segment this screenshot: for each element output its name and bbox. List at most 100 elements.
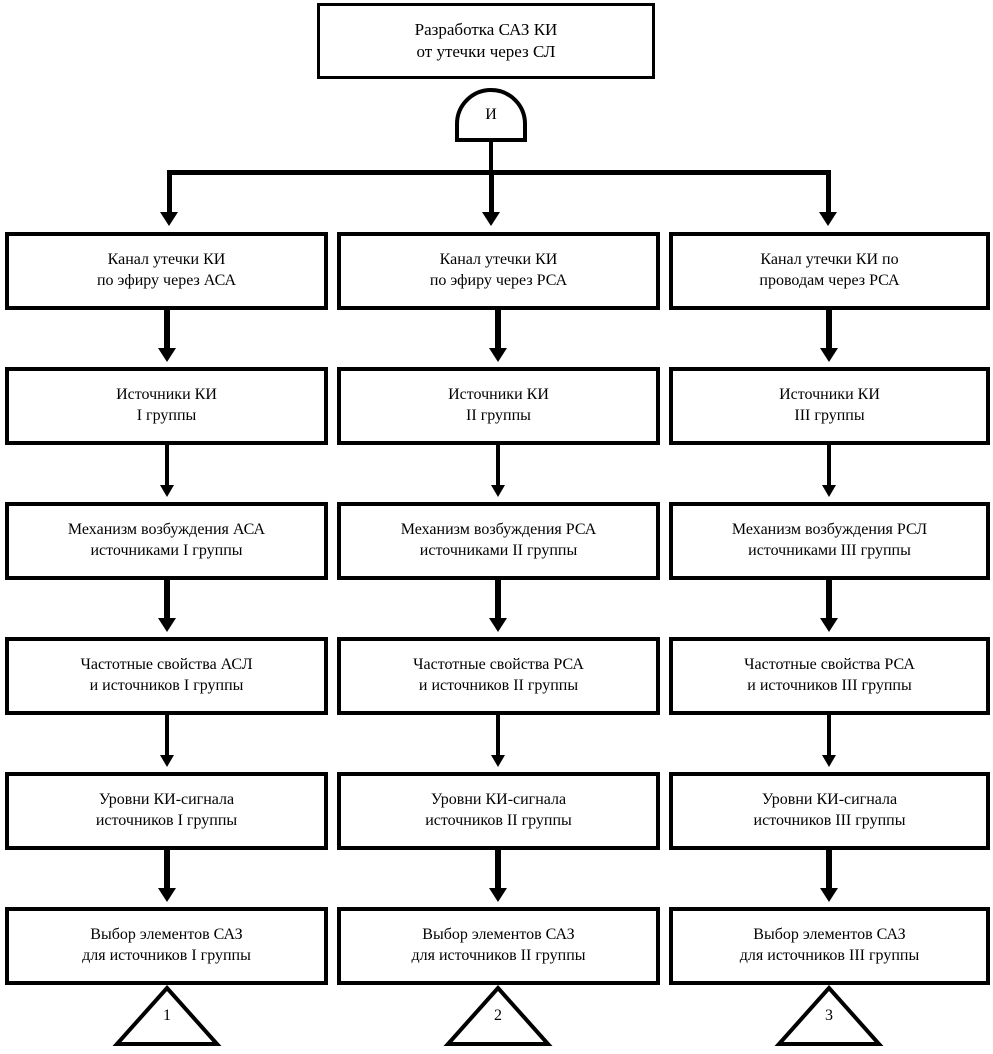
node-col2-row5: Уровни КИ-сигнала источников II группы — [337, 772, 660, 850]
node-col2-row2-line1: Источники КИ — [448, 386, 549, 404]
node-col2-row6: Выбор элементов САЗ для источников II гр… — [337, 907, 660, 985]
node-col3-row5-line2: источников III группы — [753, 812, 906, 829]
node-col3-row5: Уровни КИ-сигнала источников III группы — [669, 772, 990, 850]
node-col1-row3-line1: Механизм возбуждения АСА — [67, 521, 266, 539]
node-col2-row4-line1: Частотные свойства РСА — [413, 656, 584, 674]
node-col1-row6: Выбор элементов САЗ для источников I гру… — [5, 907, 328, 985]
node-col2-row4-line2: и источников II группы — [418, 677, 579, 694]
node-col1-row2-line1: Источники КИ — [116, 386, 217, 404]
connector-arrow-col3-r3-r4 — [820, 618, 838, 632]
connector-arrow-col2-r2-r3 — [491, 485, 505, 497]
node-col3-row3-line1: Механизм возбуждения РСЛ — [731, 521, 928, 539]
gate-stem-line — [489, 142, 493, 174]
node-col3-row3: Механизм возбуждения РСЛ источниками III… — [669, 502, 990, 580]
node-col2-row3: Механизм возбуждения РСА источниками II … — [337, 502, 660, 580]
connector-col1-r3-r4 — [164, 580, 170, 620]
connector-triangle-col2: 2 — [443, 985, 553, 1047]
connector-arrow-col2-r1-r2 — [489, 348, 507, 362]
connector-triangle-col1: 1 — [112, 985, 222, 1047]
connector-arrow-col1-r5-r6 — [158, 888, 176, 902]
node-col1-row6-line1: Выбор элементов САЗ — [90, 926, 243, 944]
node-col2-row4: Частотные свойства РСА и источников II г… — [337, 637, 660, 715]
connector-col2-r4-r5 — [496, 715, 500, 757]
branch-arrow-col1 — [160, 212, 178, 226]
connector-triangle-col1-label: 1 — [163, 1007, 171, 1024]
node-col3-row1-line2: проводам через РСА — [759, 272, 900, 289]
node-col3-row5-line1: Уровни КИ-сигнала — [761, 791, 898, 809]
connector-arrow-col3-r2-r3 — [822, 485, 836, 497]
connector-col1-r5-r6 — [164, 850, 170, 890]
node-col3-row2-line1: Источники КИ — [779, 386, 880, 404]
node-col2-row3-line1: Механизм возбуждения РСА — [400, 521, 597, 539]
node-col1-row1: Канал утечки КИ по эфиру через АСА — [5, 232, 328, 310]
distribution-bar — [167, 170, 831, 175]
node-col2-row3-line2: источниками II группы — [419, 542, 578, 559]
branch-line-col2 — [489, 170, 494, 215]
node-col3-row4-line2: и источников III группы — [747, 677, 912, 694]
connector-triangle-col2-label: 2 — [494, 1007, 502, 1024]
node-col1-row2: Источники КИ I группы — [5, 367, 328, 445]
node-col3-row1-line1: Канал утечки КИ по — [760, 251, 899, 269]
node-col1-row4-line1: Частотные свойства АСЛ — [80, 656, 253, 674]
node-col3-row1: Канал утечки КИ по проводам через РСА — [669, 232, 990, 310]
node-col2-row2: Источники КИ II группы — [337, 367, 660, 445]
node-col2-row1-line2: по эфиру через РСА — [429, 272, 568, 289]
node-col1-row6-line2: для источников I группы — [82, 947, 251, 964]
node-col1-row3: Механизм возбуждения АСА источниками I г… — [5, 502, 328, 580]
connector-triangle-col3-label: 3 — [825, 1007, 833, 1024]
connector-col1-r1-r2 — [164, 310, 170, 350]
connector-col3-r3-r4 — [826, 580, 832, 620]
node-col3-row6-line2: для источников III группы — [739, 947, 920, 964]
and-gate-label: И — [485, 106, 497, 123]
node-col3-row4-line1: Частотные свойства РСА — [744, 656, 915, 674]
connector-col1-r2-r3 — [165, 445, 169, 487]
connector-arrow-col2-r5-r6 — [489, 888, 507, 902]
and-gate: И — [455, 88, 527, 142]
node-col2-row6-line1: Выбор элементов САЗ — [422, 926, 575, 944]
connector-arrow-col3-r5-r6 — [820, 888, 838, 902]
node-col1-row4: Частотные свойства АСЛ и источников I гр… — [5, 637, 328, 715]
node-col1-row4-line2: и источников I группы — [89, 677, 244, 694]
connector-arrow-col2-r3-r4 — [489, 618, 507, 632]
node-title-line2: от утечки через СЛ — [416, 42, 556, 61]
node-col2-row1-line1: Канал утечки КИ — [439, 251, 558, 269]
node-col3-row2-line2: III группы — [794, 407, 865, 424]
connector-triangle-col3: 3 — [774, 985, 884, 1047]
branch-arrow-col2 — [482, 212, 500, 226]
connector-arrow-col1-r1-r2 — [158, 348, 176, 362]
node-col1-row5-line1: Уровни КИ-сигнала — [98, 791, 235, 809]
connector-col3-r1-r2 — [826, 310, 832, 350]
connector-arrow-col1-r2-r3 — [160, 485, 174, 497]
node-col3-row2: Источники КИ III группы — [669, 367, 990, 445]
connector-arrow-col3-r1-r2 — [820, 348, 838, 362]
node-title-line1: Разработка САЗ КИ — [414, 19, 558, 39]
connector-col3-r2-r3 — [827, 445, 831, 487]
node-col1-row2-line2: I группы — [136, 407, 197, 424]
connector-col3-r4-r5 — [827, 715, 831, 757]
connector-arrow-col2-r4-r5 — [491, 755, 505, 767]
branch-line-col3 — [826, 170, 831, 215]
connector-col1-r4-r5 — [165, 715, 169, 757]
node-col3-row6: Выбор элементов САЗ для источников III г… — [669, 907, 990, 985]
connector-col3-r5-r6 — [826, 850, 832, 890]
connector-arrow-col1-r3-r4 — [158, 618, 176, 632]
node-col1-row1-line1: Канал утечки КИ — [107, 251, 226, 269]
connector-col2-r3-r4 — [495, 580, 501, 620]
node-col1-row3-line2: источниками I группы — [90, 542, 243, 559]
node-col1-row1-line2: по эфиру через АСА — [96, 272, 236, 289]
node-col2-row6-line2: для источников II группы — [411, 947, 586, 964]
connector-col2-r2-r3 — [496, 445, 500, 487]
node-col2-row5-line2: источников II группы — [425, 812, 572, 829]
node-col3-row4: Частотные свойства РСА и источников III … — [669, 637, 990, 715]
node-col3-row6-line1: Выбор элементов САЗ — [753, 926, 906, 944]
node-col2-row1: Канал утечки КИ по эфиру через РСА — [337, 232, 660, 310]
node-col2-row5-line1: Уровни КИ-сигнала — [430, 791, 567, 809]
connector-col2-r1-r2 — [495, 310, 501, 350]
node-col2-row2-line2: II группы — [466, 407, 531, 424]
branch-line-col1 — [167, 170, 172, 215]
node-col1-row5-line2: источников I группы — [95, 812, 238, 829]
connector-col2-r5-r6 — [495, 850, 501, 890]
node-col1-row5: Уровни КИ-сигнала источников I группы — [5, 772, 328, 850]
connector-arrow-col1-r4-r5 — [160, 755, 174, 767]
